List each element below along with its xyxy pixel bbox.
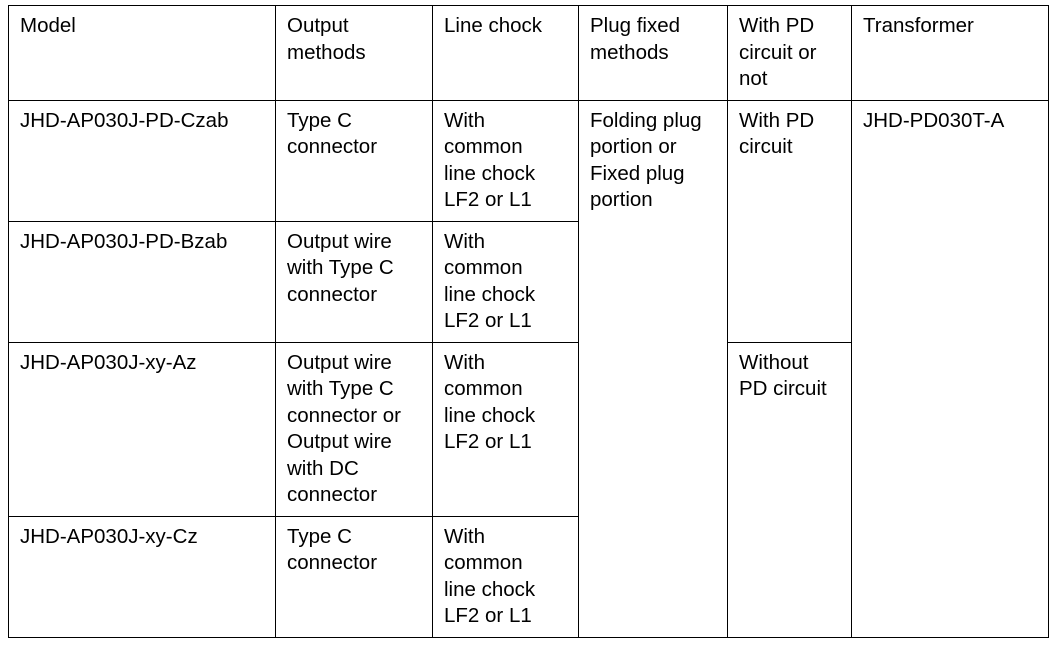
cell-output-methods: Type C connector bbox=[275, 99, 433, 222]
column-header-plug-fixed-methods: Plug fixed methods bbox=[578, 5, 728, 101]
cell-output-methods: Type C connector bbox=[275, 515, 433, 638]
cell-pd-circuit: Without PD circuit bbox=[727, 341, 852, 638]
cell-line-chock: With common line chock LF2 or L1 bbox=[432, 341, 579, 517]
cell-line-chock: With common line chock LF2 or L1 bbox=[432, 515, 579, 638]
column-header-output-methods: Output methods bbox=[275, 5, 433, 101]
cell-pd-circuit: With PD circuit bbox=[727, 99, 852, 343]
table-row: JHD-AP030J-xy-Cz Type C connector With c… bbox=[8, 515, 1049, 638]
column-header-with-pd-circuit-or-not: With PD circuit or not bbox=[727, 5, 852, 101]
cell-transformer: JHD-PD030T-A bbox=[851, 99, 1049, 638]
cell-output-methods: Output wire with Type C connector bbox=[275, 220, 433, 343]
product-spec-table: Model Output methods Line chock Plug fix… bbox=[8, 5, 1049, 638]
cell-model: JHD-AP030J-PD-Czab bbox=[8, 99, 276, 222]
cell-model: JHD-AP030J-xy-Cz bbox=[8, 515, 276, 638]
column-header-transformer: Transformer bbox=[851, 5, 1049, 101]
column-header-model: Model bbox=[8, 5, 276, 101]
cell-plug-fixed-methods: Folding plug portion or Fixed plug porti… bbox=[578, 99, 728, 638]
table-row: JHD-AP030J-PD-Bzab Output wire with Type… bbox=[8, 220, 1049, 343]
table-row: JHD-AP030J-PD-Czab Type C connector With… bbox=[8, 99, 1049, 638]
table-header-row: Model Output methods Line chock Plug fix… bbox=[8, 5, 1049, 101]
column-header-line-chock: Line chock bbox=[432, 5, 579, 101]
cell-line-chock: With common line chock LF2 or L1 bbox=[432, 220, 579, 343]
cell-model: JHD-AP030J-xy-Az bbox=[8, 341, 276, 517]
cell-line-chock: With common line chock LF2 or L1 bbox=[432, 99, 579, 222]
cell-output-methods: Output wire with Type C connector or Out… bbox=[275, 341, 433, 517]
table-row: JHD-AP030J-xy-Az Output wire with Type C… bbox=[8, 341, 1049, 638]
cell-model: JHD-AP030J-PD-Bzab bbox=[8, 220, 276, 343]
